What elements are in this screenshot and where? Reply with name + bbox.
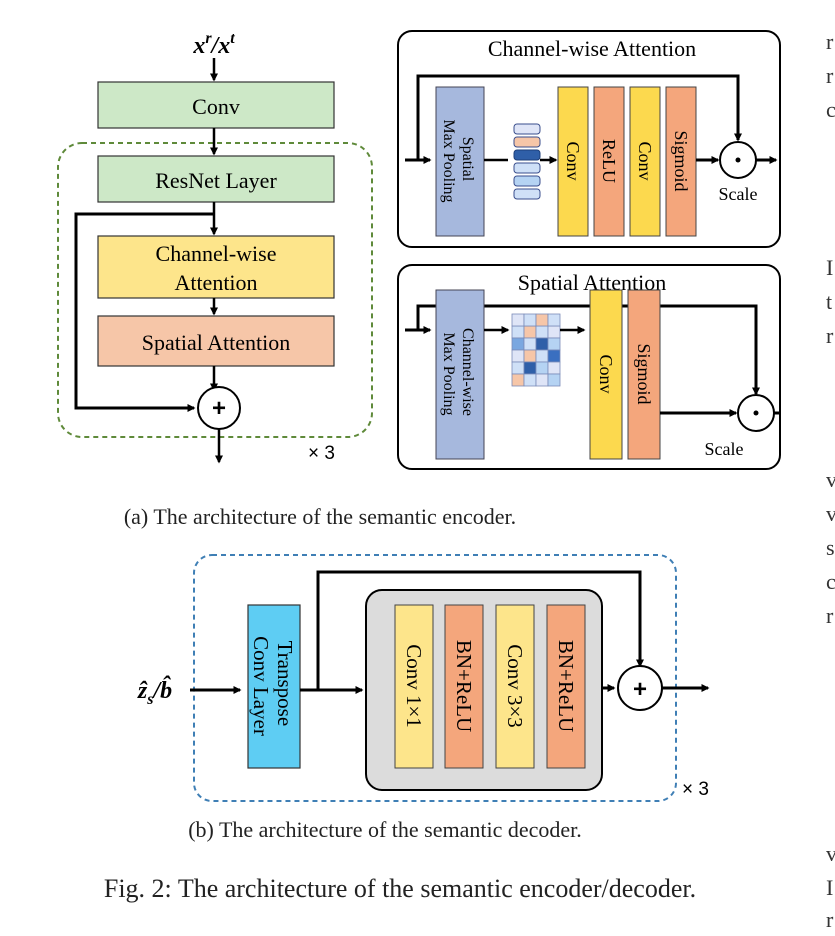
- conv1x1-block: [394, 604, 434, 769]
- transpose-label-2: Conv Layer: [249, 636, 273, 736]
- channel-conv1-block: [557, 86, 589, 237]
- decoder-repeat-group: [193, 554, 677, 802]
- decoder-add-symbol: +: [633, 676, 647, 703]
- spatial-attention-label: Spatial Attention: [142, 330, 291, 355]
- resnet-layer-label: ResNet Layer: [155, 168, 277, 193]
- channel-relu-label: ReLU: [599, 139, 619, 183]
- caption-fig: Fig. 2: The architecture of the semantic…: [103, 874, 697, 903]
- decoder-diagram: ẑs/b̂ Transpose Conv Layer Conv 1×1 BN+R…: [137, 554, 710, 802]
- decoder-repeat-label: × 3: [682, 779, 709, 800]
- encoder-input-label: xr/xt: [192, 30, 235, 59]
- edge-letter: c: [826, 569, 835, 594]
- conv1x1-label: Conv 1×1: [402, 644, 426, 728]
- spatial-sigmoid-block: [627, 289, 661, 460]
- bn-relu-1-label: BN+ReLU: [452, 640, 476, 732]
- spatial-conv-block: [589, 289, 623, 460]
- conv-block-label: Conv: [192, 94, 240, 119]
- edge-letter: r: [826, 907, 834, 932]
- channel-sigmoid-block: [665, 86, 697, 237]
- edge-letter: v: [826, 467, 835, 492]
- edge-letter: r: [826, 63, 834, 88]
- edge-letter: t: [826, 289, 833, 314]
- spatial-scale-label: Scale: [705, 439, 744, 459]
- channel-pool-label-1: Spatial: [459, 137, 476, 182]
- edge-letter: r: [826, 323, 834, 348]
- channel-scale-label: Scale: [719, 184, 758, 204]
- channel-pool-block: [435, 86, 485, 237]
- decoder-input-label: ẑs/b̂: [137, 676, 172, 708]
- edge-letter: r: [826, 603, 834, 628]
- bn-relu-1-block: [444, 604, 484, 769]
- svg-text:Transpose Conv Layer: Transpose Conv Layer: [249, 636, 297, 736]
- encoder-repeat-label: × 3: [308, 443, 335, 464]
- spatial-pool-block: [435, 289, 485, 460]
- edge-letter: I: [826, 255, 834, 280]
- spatial-attention-block: [97, 315, 335, 367]
- edge-letter: s: [826, 535, 835, 560]
- edge-letter: v: [826, 501, 835, 526]
- channel-conv2-label: Conv: [635, 141, 655, 180]
- channel-pool-label-2: Max Pooling: [440, 119, 457, 202]
- spatial-map-icon: [511, 313, 561, 387]
- channel-sigmoid-label: Sigmoid: [671, 130, 691, 191]
- edge-letter: I: [826, 875, 834, 900]
- channel-conv2-block: [629, 86, 661, 237]
- conv3x3-label: Conv 3×3: [503, 644, 527, 728]
- transpose-conv-block: [247, 604, 301, 769]
- edge-letter: v: [826, 841, 835, 866]
- encoder-add-symbol: +: [212, 395, 226, 422]
- svg-text:Spatial Max Pooling: Spatial Max Pooling: [440, 119, 476, 202]
- spatial-sigmoid-label: Sigmoid: [634, 343, 654, 404]
- channel-conv1-label: Conv: [563, 141, 583, 180]
- bn-relu-2-label: BN+ReLU: [554, 640, 578, 732]
- channel-vector-icon: [513, 123, 541, 200]
- caption-b: (b) The architecture of the semantic dec…: [188, 817, 582, 842]
- conv-block: [97, 81, 335, 129]
- spatial-pool-label-1: Channel-wise: [459, 328, 476, 416]
- resnet-layer-block: [97, 155, 335, 203]
- bn-relu-2-block: [546, 604, 586, 769]
- channel-relu-block: [593, 86, 625, 237]
- channel-attention-panel: Channel-wise Attention Spatial Max Pooli…: [397, 30, 781, 248]
- caption-a: (a) The architecture of the semantic enc…: [123, 504, 517, 529]
- svg-text:Channel-wise Max Pooling: Channel-wise Max Pooling: [440, 328, 476, 420]
- encoder-diagram: xr/xt Conv ResNet Layer Channel-wise Att…: [57, 30, 373, 464]
- encoder-repeat-group: [57, 142, 373, 438]
- edge-letter: c: [826, 97, 835, 122]
- edge-letter: r: [826, 29, 834, 54]
- conv3x3-block: [495, 604, 535, 769]
- spatial-attention-panel: Spatial Attention Channel-wise Max Pooli…: [397, 264, 781, 470]
- channel-attention-label-2: Attention: [174, 270, 257, 295]
- spatial-pool-label-2: Max Pooling: [440, 332, 457, 415]
- channel-panel-title: Channel-wise Attention: [488, 36, 696, 61]
- channel-attention-block: [97, 235, 335, 299]
- spatial-conv-label: Conv: [596, 354, 616, 393]
- channel-attention-label-1: Channel-wise: [156, 241, 277, 266]
- transpose-label-1: Transpose: [273, 641, 297, 727]
